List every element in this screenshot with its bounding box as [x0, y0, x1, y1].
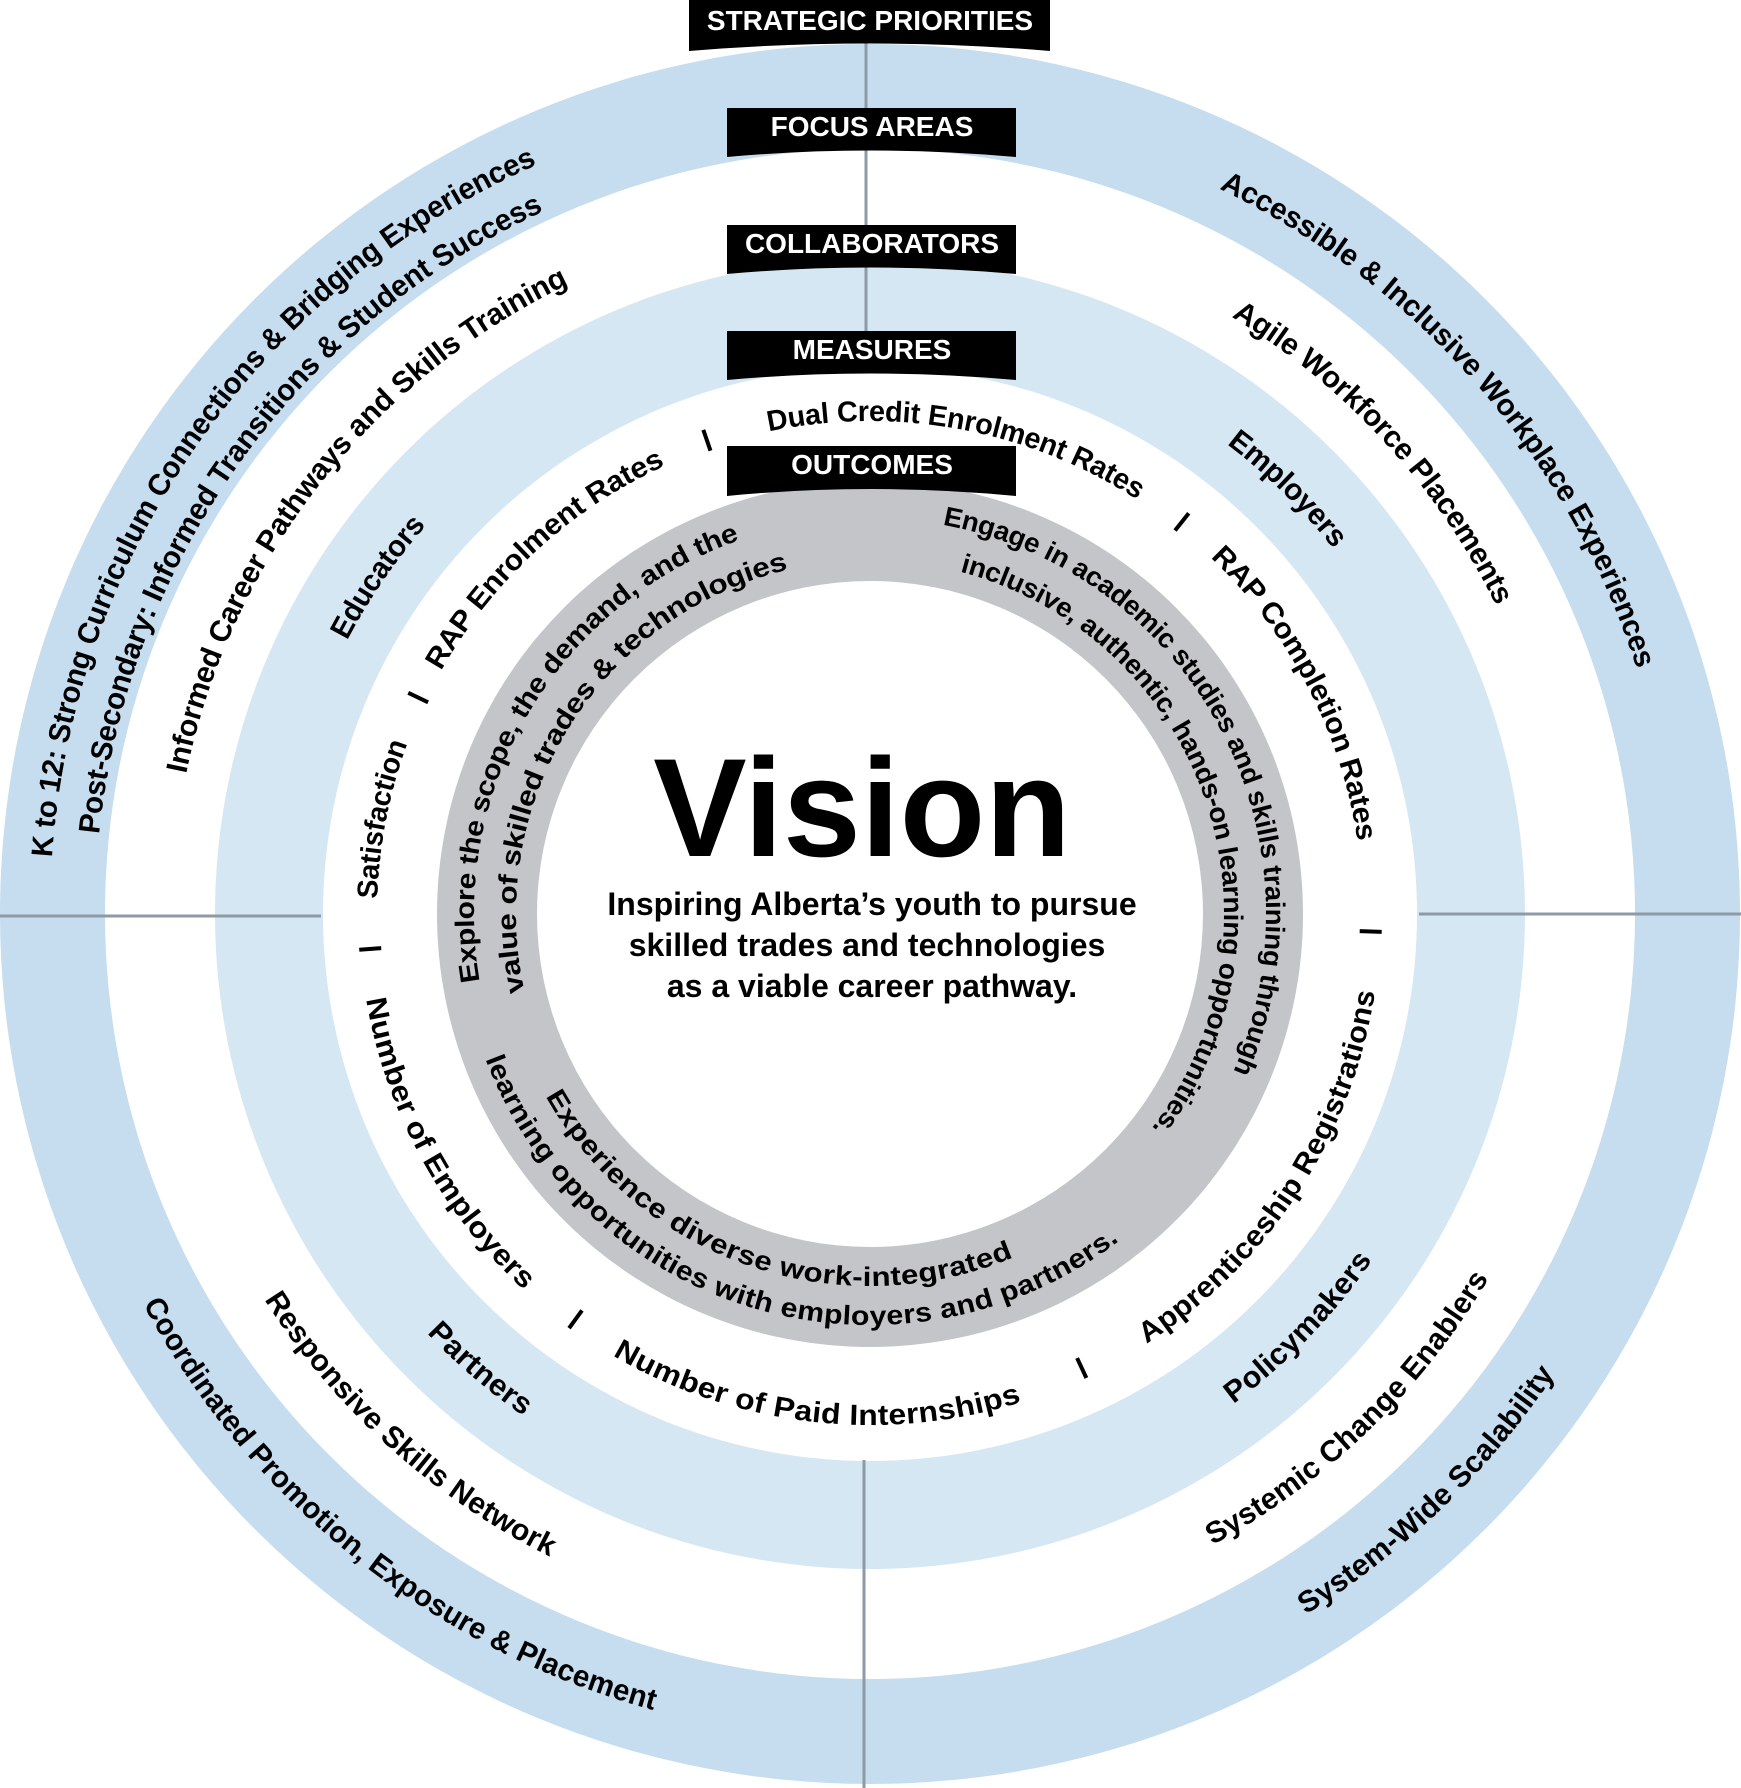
banner-measures: MEASURES — [727, 331, 1016, 380]
measure-separator — [359, 946, 382, 952]
vision-line: Inspiring Alberta’s youth to pursue — [607, 886, 1136, 922]
banner-outcomes: OUTCOMES — [727, 446, 1016, 496]
measure-separator — [567, 1309, 584, 1330]
banner-label: OUTCOMES — [791, 449, 953, 480]
measure-separator — [407, 690, 429, 705]
measure-separator — [1359, 929, 1382, 934]
vision-line: skilled trades and technologies — [629, 927, 1106, 963]
banner-focus-areas: FOCUS AREAS — [727, 108, 1016, 157]
vision-title: Vision — [653, 729, 1071, 886]
measure-separator — [701, 429, 713, 452]
banner-label: COLLABORATORS — [745, 228, 999, 259]
banner-label: MEASURES — [793, 334, 952, 365]
banner-strategic-priorities: STRATEGIC PRIORITIES — [689, 0, 1050, 51]
vision-center — [537, 581, 1203, 1247]
vision-line: as a viable career pathway. — [667, 968, 1077, 1004]
banner-label: STRATEGIC PRIORITIES — [707, 5, 1033, 36]
banner-collaborators: COLLABORATORS — [727, 225, 1016, 274]
banner-label: FOCUS AREAS — [771, 111, 974, 142]
measure-separator — [1173, 512, 1191, 532]
measure-separator — [1075, 1357, 1089, 1379]
measure-separators — [359, 429, 1382, 1379]
